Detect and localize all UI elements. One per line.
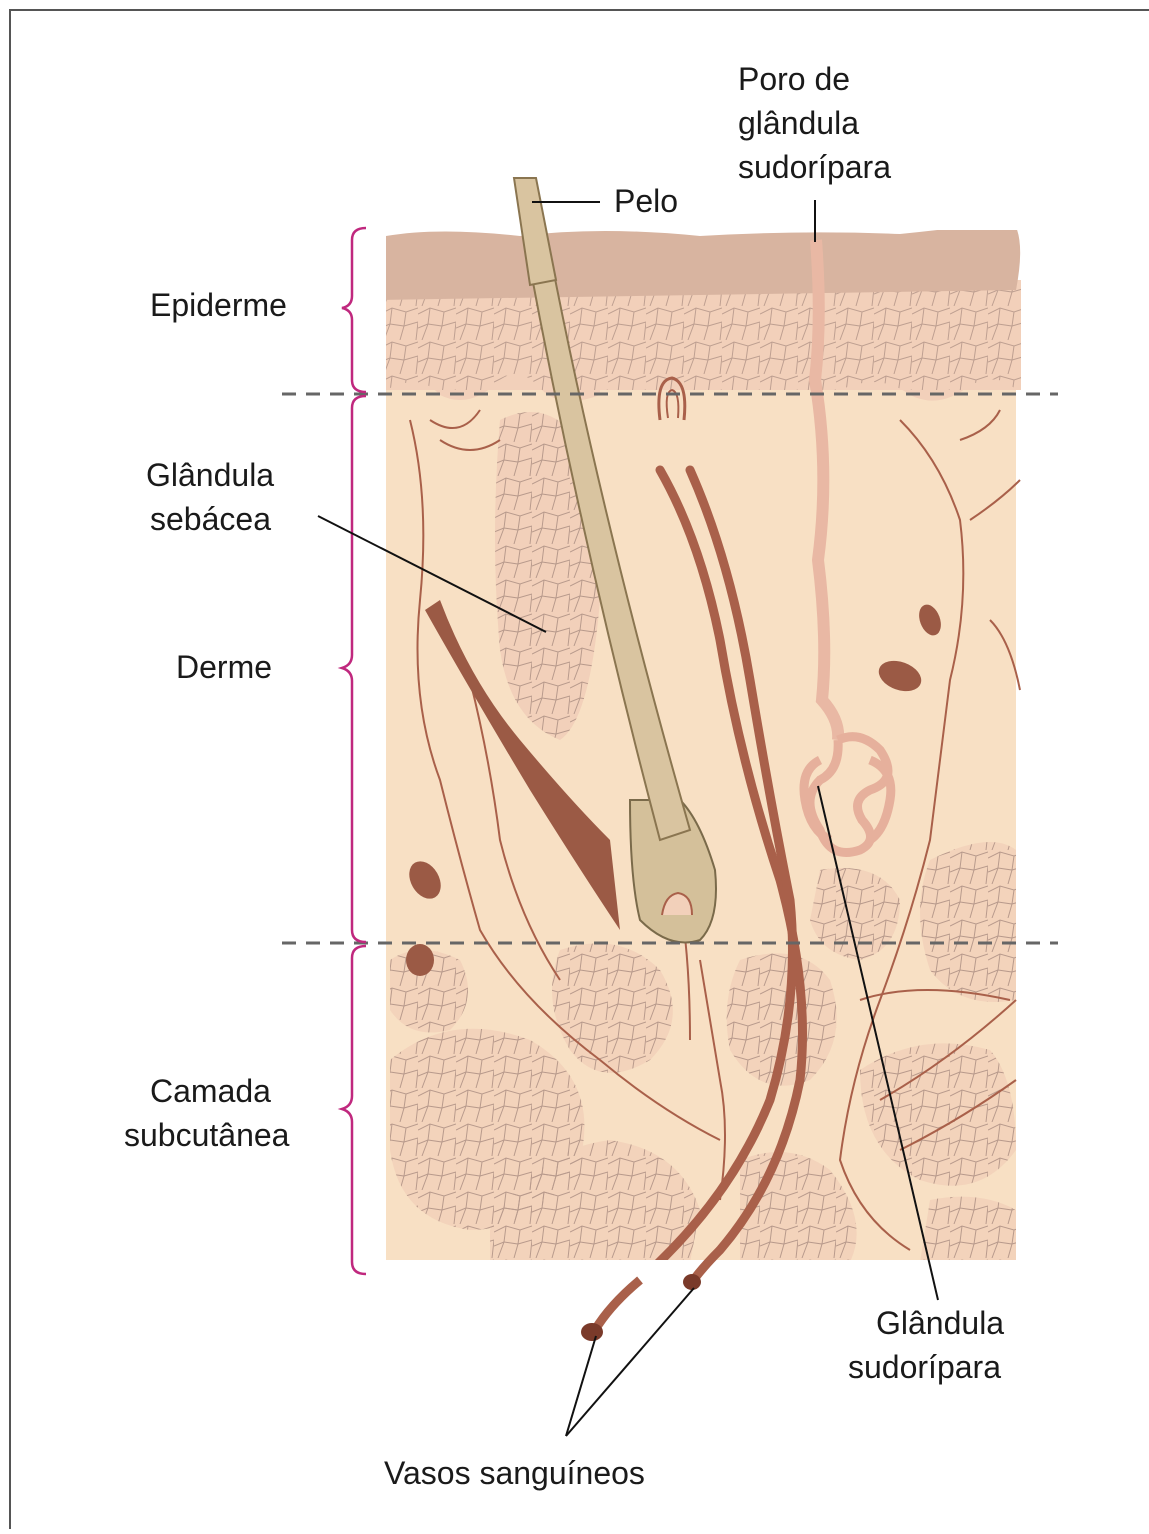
vasos-leader-left [566, 1336, 596, 1436]
poro-label-line3: sudorípara [738, 149, 891, 185]
layer-braces [342, 228, 366, 1274]
sudoripara-label-line2: sudorípara [848, 1349, 1001, 1385]
sebacea-label-line1: Glândula [146, 457, 274, 493]
vasos-label: Vasos sanguíneos [384, 1455, 645, 1491]
sudoripara-label-line1: Glândula [876, 1305, 1004, 1341]
epiderme-label: Epiderme [150, 287, 287, 323]
camada-brace [342, 946, 366, 1274]
epiderme-brace [342, 228, 366, 392]
pelo-label: Pelo [614, 183, 678, 219]
vasos-leader-right [566, 1288, 694, 1436]
camada-label-line2: subcutânea [124, 1117, 290, 1153]
vessel-ends [581, 1250, 720, 1341]
poro-label-line1: Poro de [738, 61, 850, 97]
poro-label-line2: glândula [738, 105, 859, 141]
stratum-corneum [376, 220, 1020, 300]
derme-label: Derme [176, 649, 272, 685]
sebacea-label-line2: sebácea [150, 501, 271, 537]
tissue-block [376, 178, 1021, 1280]
vessel-blob [406, 944, 434, 976]
derme-brace [342, 396, 366, 942]
camada-label-line1: Camada [150, 1073, 271, 1109]
